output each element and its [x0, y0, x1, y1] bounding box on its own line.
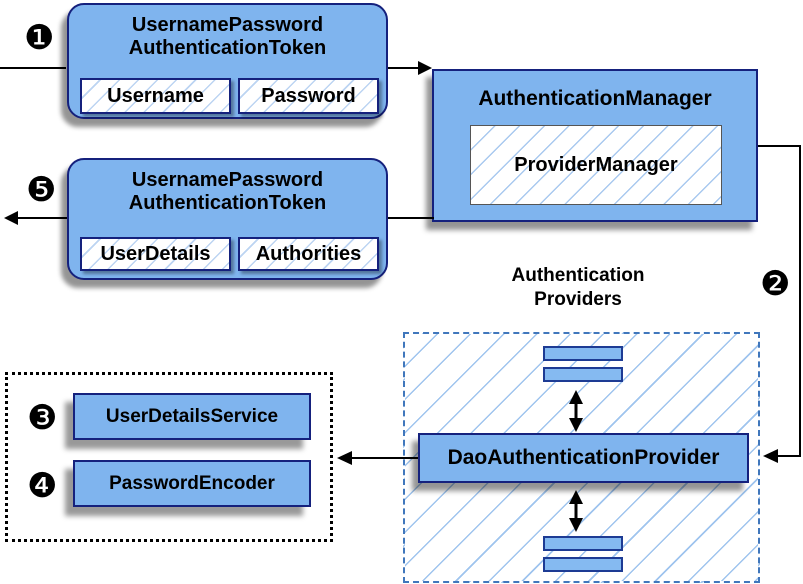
provider-stack-top-bar-2 [543, 367, 623, 382]
authentication-manager-box: AuthenticationManager ProviderManager [432, 69, 758, 222]
token-to-manager-arrow [388, 61, 432, 75]
password-encoder-box: PasswordEncoder [73, 460, 311, 507]
outgoing-response-arrow [4, 211, 67, 225]
user-details-service-box: UserDetailsService [73, 393, 311, 440]
step-2-badge: ❷ [760, 264, 791, 304]
request-token-title-line1: UsernamePassword [131, 14, 324, 36]
authentication-providers-heading: Authentication Providers [468, 264, 688, 312]
resolver-group-box [5, 372, 333, 542]
userdetails-field-box: UserDetails [80, 237, 231, 271]
provider-stack-bottom-bar-2 [543, 557, 623, 572]
dao-authentication-provider-box: DaoAuthenticationProvider [418, 433, 749, 483]
manager-to-dao-arrow [758, 145, 801, 463]
step-5-badge: ❺ [26, 170, 57, 210]
request-token-title: UsernamePassword AuthenticationToken [69, 5, 386, 60]
provider-stack-bottom-bar-1 [543, 536, 623, 551]
response-token-title: UsernamePassword AuthenticationToken [69, 160, 386, 215]
provider-manager-box: ProviderManager [470, 125, 722, 205]
request-token-title-line2: AuthenticationToken [128, 37, 327, 59]
response-token-title-line2: AuthenticationToken [128, 192, 327, 214]
provider-stack-top-bar-1 [543, 346, 623, 361]
step-1-badge: ❶ [24, 18, 55, 58]
password-field-box: Password [238, 78, 379, 114]
authentication-manager-title: AuthenticationManager [478, 87, 712, 110]
authorities-field-box: Authorities [238, 237, 379, 271]
response-token-box: UsernamePassword AuthenticationToken Use… [67, 158, 388, 280]
step-4-badge: ❹ [27, 466, 58, 506]
authentication-providers-heading-line1: Authentication [511, 265, 645, 286]
response-token-title-line1: UsernamePassword [131, 169, 324, 191]
request-token-box: UsernamePassword AuthenticationToken Use… [67, 3, 388, 119]
username-field-box: Username [80, 78, 231, 114]
authentication-providers-heading-line2: Providers [534, 289, 622, 310]
step-3-badge: ❸ [27, 398, 58, 438]
